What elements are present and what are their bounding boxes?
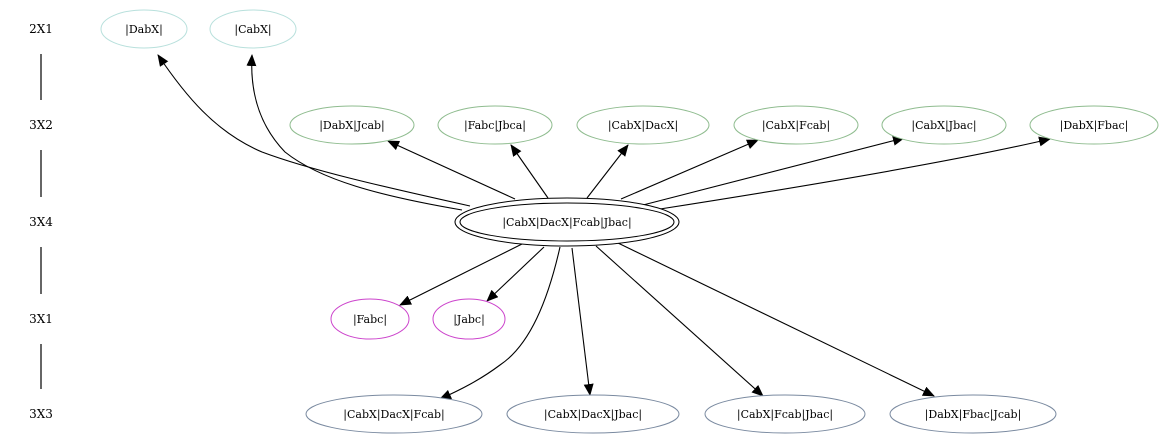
node-ellipse	[576, 105, 710, 145]
node-label: |CabX|	[234, 23, 271, 37]
node-ellipse	[432, 298, 506, 340]
node-label: |DabX|Jcab|	[319, 119, 385, 133]
node-ellipse	[506, 394, 680, 434]
node-ellipse	[881, 105, 1007, 145]
node-ellipse	[1029, 105, 1159, 145]
node-ellipse	[889, 394, 1057, 434]
edge-n_center-to-n_dabx	[157, 54, 471, 207]
node-label: |Fabc|Jbca|	[464, 119, 526, 133]
edge-n_center-to-n_cabx_jbac	[642, 135, 905, 206]
edge-n_center-to-n_cabx_fcab	[620, 139, 759, 200]
node-n-cabx-dacx-jbac[interactable]: |CabX|DacX|Jbac|	[506, 394, 680, 434]
node-n-fabc[interactable]: |Fabc|	[330, 298, 410, 340]
rank-axis: 2X1 3X2 3X4 3X1 3X3	[29, 22, 53, 421]
node-ellipse-inner	[459, 202, 675, 242]
node-n-dabx[interactable]: |DabX|	[100, 9, 188, 49]
edge-n_center-to-n_dabx_fbac_jcab	[617, 242, 935, 397]
edge-n_center-to-n_cabx_dacx_jbac	[571, 247, 594, 396]
rank-label-3x4: 3X4	[29, 215, 53, 229]
edge-n_center-to-n_cabx	[246, 54, 463, 211]
edge-n_center-to-n_dabx_fbac	[659, 136, 1051, 210]
edge-n_center-to-n_cabx_dacx_fcab	[439, 246, 561, 400]
node-ellipse	[100, 9, 188, 49]
node-n-center[interactable]: |CabX|DacX|Fcab|Jbac|	[454, 197, 680, 247]
edges	[157, 54, 1051, 400]
node-ellipse	[437, 105, 553, 145]
node-label: |DabX|Fbac|Jcab|	[925, 408, 1022, 422]
node-ellipse	[305, 394, 483, 434]
node-label: |CabX|Jbac|	[911, 119, 976, 133]
rank-label-3x3: 3X3	[29, 407, 53, 421]
node-label: |Fabc|	[353, 313, 387, 327]
node-ellipse	[733, 105, 859, 145]
rank-label-3x2: 3X2	[29, 118, 53, 132]
edge-n_center-to-n_fabc	[399, 243, 523, 306]
node-n-cabx[interactable]: |CabX|	[209, 9, 297, 49]
node-ellipse	[209, 9, 297, 49]
edge-n_center-to-n_cabx_fcab_jbac	[595, 245, 764, 397]
node-ellipse	[704, 394, 866, 434]
node-label: |CabX|DacX|	[608, 119, 678, 133]
node-label: |CabX|Fcab|Jbac|	[737, 408, 833, 422]
node-label: |CabX|Fcab|	[762, 119, 830, 133]
node-ellipse	[330, 298, 410, 340]
node-n-cabx-dacx[interactable]: |CabX|DacX|	[576, 105, 710, 145]
node-ellipse	[289, 105, 415, 145]
node-n-jabc[interactable]: |Jabc|	[432, 298, 506, 340]
node-label: |DabX|	[125, 23, 163, 37]
node-ellipse	[454, 197, 680, 247]
node-n-dabx-jcab[interactable]: |DabX|Jcab|	[289, 105, 415, 145]
node-n-cabx-fcab[interactable]: |CabX|Fcab|	[733, 105, 859, 145]
node-n-dabx-fbac[interactable]: |DabX|Fbac|	[1029, 105, 1159, 145]
node-label: |Jabc|	[453, 313, 485, 327]
rank-label-2x1: 2X1	[29, 22, 53, 36]
rank-label-3x1: 3X1	[29, 312, 53, 326]
node-label: |DabX|Fbac|	[1060, 119, 1129, 133]
edge-n_center-to-n_jabc	[486, 246, 545, 302]
node-n-cabx-jbac[interactable]: |CabX|Jbac|	[881, 105, 1007, 145]
node-n-cabx-dacx-fcab[interactable]: |CabX|DacX|Fcab|	[305, 394, 483, 434]
node-n-dabx-fbac-jcab[interactable]: |DabX|Fbac|Jcab|	[889, 394, 1057, 434]
nodes: |DabX| |CabX| |DabX|Jcab| |Fabc|Jbca| |CabX|…	[100, 9, 1159, 434]
node-label: |CabX|DacX|Fcab|Jbac|	[502, 216, 631, 230]
edge-n_center-to-n_fabc_jbca	[510, 144, 549, 199]
node-label: |CabX|DacX|Fcab|	[343, 408, 444, 422]
edge-n_center-to-n_cabx_dacx	[586, 144, 629, 199]
node-n-cabx-fcab-jbac[interactable]: |CabX|Fcab|Jbac|	[704, 394, 866, 434]
edge-n_center-to-n_dabx_jcab	[387, 140, 516, 200]
node-label: |CabX|DacX|Jbac|	[544, 408, 642, 422]
node-n-fabc-jbca[interactable]: |Fabc|Jbca|	[437, 105, 553, 145]
